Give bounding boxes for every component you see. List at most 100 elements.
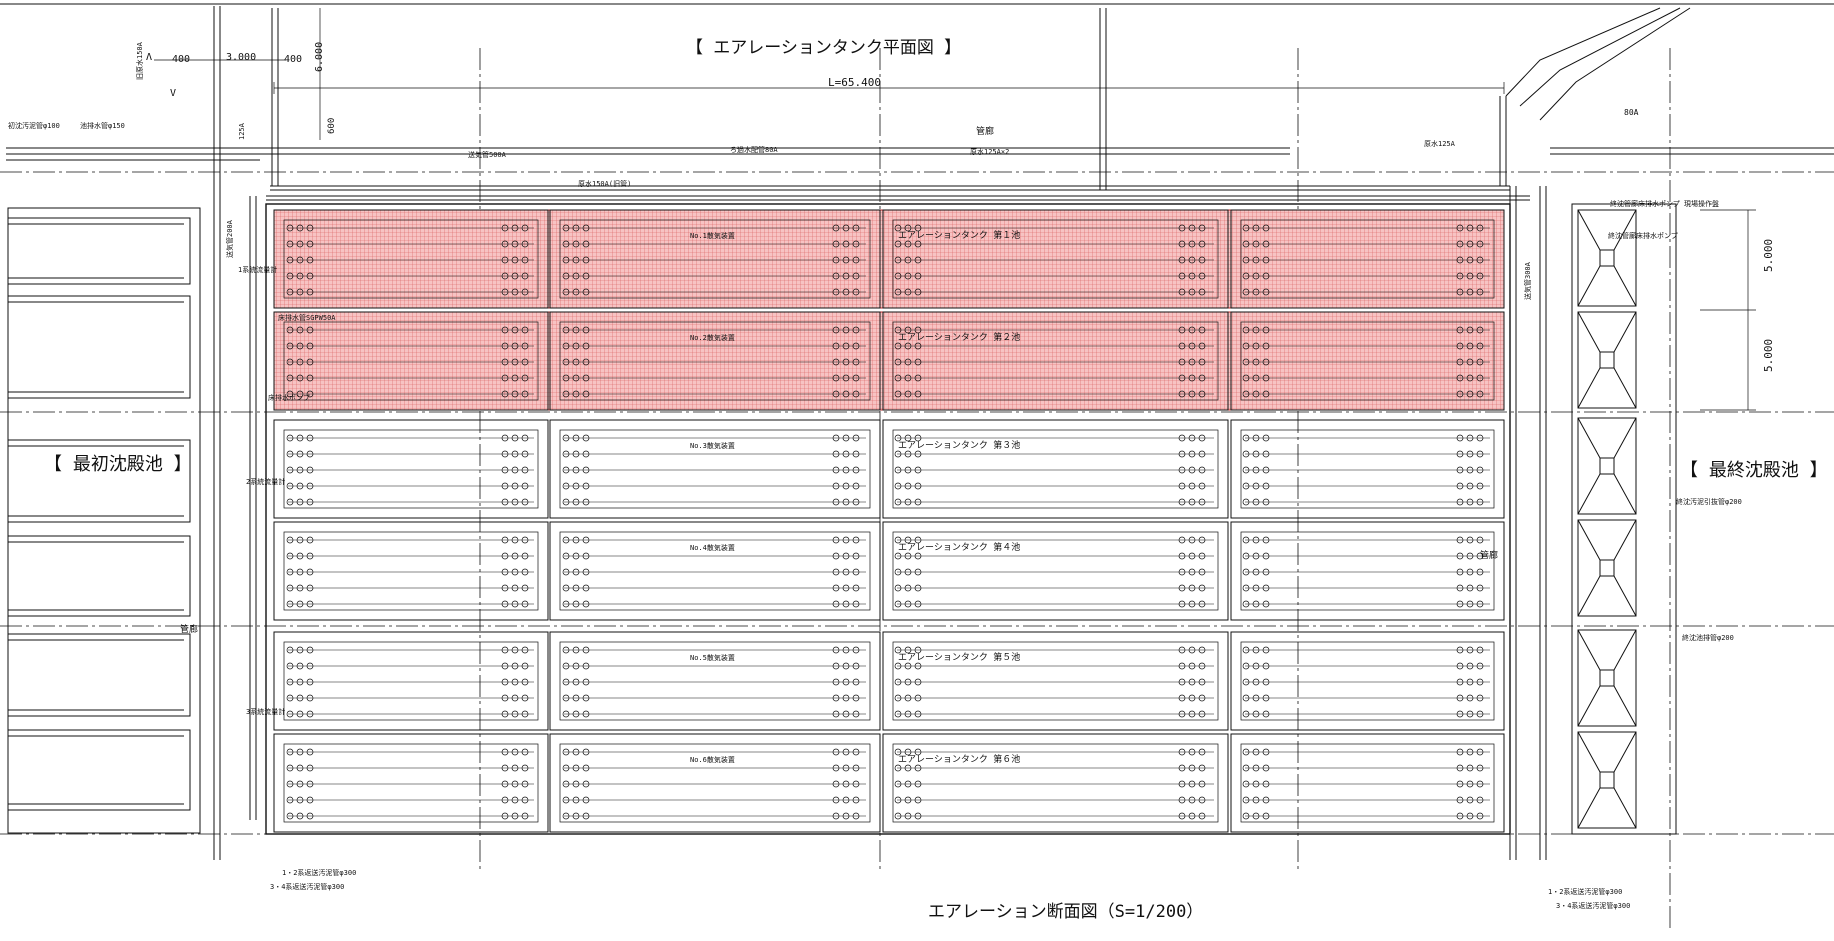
- diffuser-head: [1456, 450, 1464, 458]
- first-sludge-label: 初沈汚泥管φ100: [8, 121, 60, 130]
- diffuser-head: [852, 764, 860, 772]
- diffuser-head: [1178, 224, 1186, 232]
- diffuser-head: [914, 390, 922, 398]
- diffuser-head: [842, 552, 850, 560]
- diffuser-head: [1198, 374, 1206, 382]
- diffuser-head: [1252, 240, 1260, 248]
- diffuser-head: [914, 498, 922, 506]
- diffuser-head: [572, 796, 580, 804]
- diffuser-head: [1456, 764, 1464, 772]
- diffuser-head: [1252, 390, 1260, 398]
- diffuser-frame: [559, 531, 871, 611]
- diffuser-head: [1466, 678, 1474, 686]
- diffuser-head: [1198, 434, 1206, 442]
- diffuser-head: [1252, 374, 1260, 382]
- diffuser-head: [1476, 342, 1484, 350]
- diffuser-head: [1198, 780, 1206, 788]
- diffuser-head: [562, 240, 570, 248]
- diffuser-head: [894, 390, 902, 398]
- diffuser-head: [1456, 358, 1464, 366]
- diffuser-head: [1456, 646, 1464, 654]
- diffuser-head: [1178, 466, 1186, 474]
- diffuser-head: [582, 584, 590, 592]
- diffuser-head: [904, 710, 912, 718]
- diffuser-head: [894, 552, 902, 560]
- diffuser-head: [1188, 240, 1196, 248]
- diffuser-head: [1188, 256, 1196, 264]
- diffuser-head: [1198, 536, 1206, 544]
- diffuser-head: [894, 224, 902, 232]
- diffuser-head: [572, 694, 580, 702]
- diffuser-head: [852, 374, 860, 382]
- diffuser-head: [501, 710, 509, 718]
- diffuser-head: [562, 764, 570, 772]
- diffuser-head: [852, 342, 860, 350]
- diffuser-head: [1252, 584, 1260, 592]
- diffuser-head: [521, 662, 529, 670]
- diffuser-head: [582, 498, 590, 506]
- aeration-tank: No.6散気装置エアレーションタンク 第６池: [273, 733, 1505, 833]
- diffuser-head: [286, 646, 294, 654]
- diffuser-head: [1456, 240, 1464, 248]
- diffuser-head: [562, 662, 570, 670]
- diffuser-head: [914, 662, 922, 670]
- diffuser-head: [842, 796, 850, 804]
- diffuser-head: [1198, 256, 1206, 264]
- diffuser-head: [842, 450, 850, 458]
- diffuser-head: [306, 584, 314, 592]
- diffuser-head: [1476, 240, 1484, 248]
- diffuser-head: [296, 224, 304, 232]
- section-title: エアレーション断面図（S=1/200）: [928, 902, 1203, 922]
- diffuser-head: [904, 450, 912, 458]
- diffuser-head: [1262, 256, 1270, 264]
- diffuser-head: [1198, 600, 1206, 608]
- diffuser-head: [501, 466, 509, 474]
- diffuser-head: [852, 390, 860, 398]
- diffuser-head: [501, 780, 509, 788]
- diffuser-head: [286, 256, 294, 264]
- diffuser-head: [842, 272, 850, 280]
- diffuser-head: [286, 466, 294, 474]
- diffuser-head: [832, 450, 840, 458]
- diffuser-head: [1242, 710, 1250, 718]
- diffuser-head: [296, 498, 304, 506]
- diffuser-head: [914, 256, 922, 264]
- diffuser-head: [852, 694, 860, 702]
- diffuser-head: [894, 748, 902, 756]
- diffuser-head: [1476, 536, 1484, 544]
- diffuser-head: [1198, 482, 1206, 490]
- diffuser-head: [1188, 326, 1196, 334]
- line2-meter-label: 2系統流量計: [246, 477, 285, 486]
- diffuser-head: [511, 678, 519, 686]
- diffuser-head: [521, 710, 529, 718]
- diffuser-head: [296, 342, 304, 350]
- diffuser-head: [572, 374, 580, 382]
- diffuser-head: [832, 272, 840, 280]
- diffuser-head: [904, 764, 912, 772]
- diffuser-head: [1252, 796, 1260, 804]
- diffuser-head: [1252, 224, 1260, 232]
- diffuser-head: [572, 450, 580, 458]
- diffuser-head: [1198, 390, 1206, 398]
- pump-left-label: 床排水ポンプ: [268, 393, 310, 402]
- diffuser-head: [511, 374, 519, 382]
- diffuser-head: [511, 662, 519, 670]
- diffuser-head: [1456, 780, 1464, 788]
- diffuser-head: [306, 224, 314, 232]
- diffuser-head: [832, 466, 840, 474]
- diffuser-head: [1188, 662, 1196, 670]
- tank-cell: [882, 209, 1229, 309]
- diffuser-head: [1198, 584, 1206, 592]
- diffuser-head: [582, 342, 590, 350]
- diffuser-head: [296, 662, 304, 670]
- diffuser-head: [286, 748, 294, 756]
- diffuser-head: [1466, 584, 1474, 592]
- diffuser-frame: [1240, 321, 1495, 401]
- aeration-tank: No.1散気装置エアレーションタンク 第１池: [273, 209, 1505, 309]
- diffuser-head: [562, 568, 570, 576]
- diffuser-head: [286, 780, 294, 788]
- diffuser-head: [501, 358, 509, 366]
- diffuser-head: [1466, 466, 1474, 474]
- diffuser-head: [832, 224, 840, 232]
- diffuser-head: [832, 390, 840, 398]
